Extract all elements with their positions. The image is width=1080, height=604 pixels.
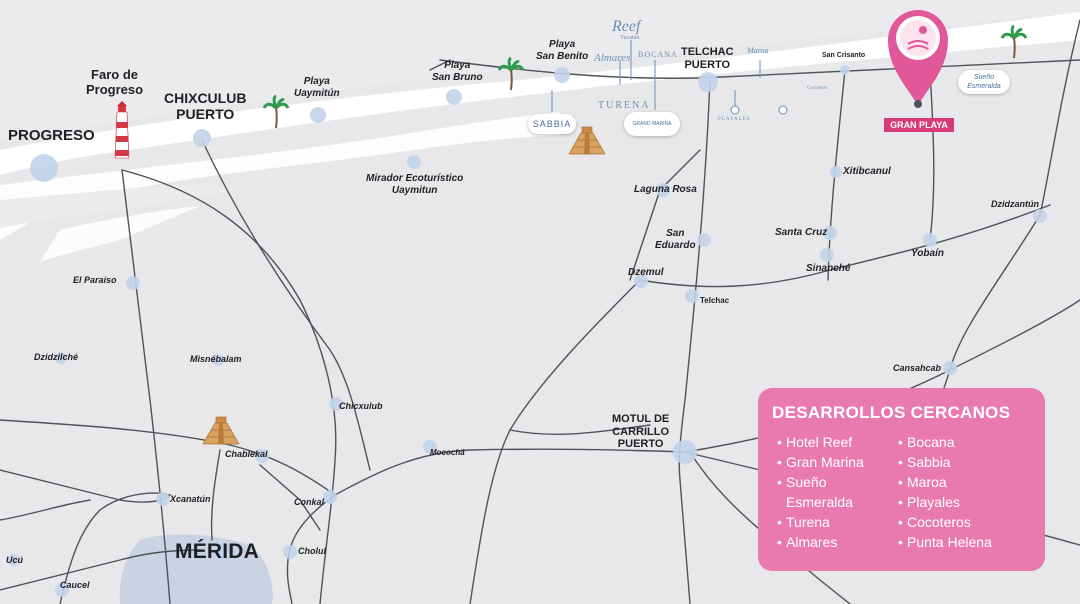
label-ucu: Ucú (6, 555, 24, 565)
pyramid-icon (202, 416, 240, 445)
brand-bocana: BOCANA (638, 50, 678, 59)
label-mococha: Mocochá (430, 448, 465, 457)
label-dzidzilche: Dzidzilché (34, 352, 79, 362)
legend-item: Punta Helena (898, 532, 1037, 552)
label-playa-san-benito: Playa San Benito (536, 39, 589, 62)
development-markers (551, 40, 788, 115)
legend-item: Sueño Esmeralda (777, 472, 896, 512)
label-playa-san-bruno: Playa San Bruno (432, 60, 483, 83)
palm-tree-icon (262, 94, 290, 129)
label-playa-uaymitun: Playa Uaymitún (294, 76, 340, 99)
pyramid-icon (568, 126, 606, 155)
label-chixculub-puerto: CHIXCULUB PUERTO (164, 90, 247, 123)
label-mirador: Mirador Ecoturístico Uaymitun (366, 173, 464, 196)
label-san-crisanto: San Crisanto (822, 52, 866, 59)
lighthouse-icon (114, 101, 130, 159)
label-cansahcab: Cansahcab (893, 363, 942, 373)
gran-playa-tag: GRAN PLAYA (884, 118, 954, 132)
brand-maroa: Maroa (747, 46, 769, 55)
legend-item: Gran Marina (777, 452, 896, 472)
label-xcanatun: Xcanatún (170, 494, 211, 504)
legend-column-1: Hotel Reef Gran Marina Sueño Esmeralda T… (777, 432, 896, 552)
legend-item: Playales (898, 492, 1037, 512)
legend-item: Sabbia (898, 452, 1037, 472)
brand-almares: Almares (594, 52, 631, 64)
legend-column-2: Bocana Sabbia Maroa Playales Cocoteros P… (898, 432, 1037, 552)
label-sinanche: Sinanché (806, 263, 851, 274)
label-xitibcanul: Xitibcanul (843, 166, 891, 177)
brand-turena: TURENA (598, 100, 651, 111)
label-faro-progreso: Faro de Progreso (86, 67, 144, 97)
label-cholul: Cholul (298, 546, 326, 556)
brand-sueno-esmeralda: Sueño Esmeralda (958, 70, 1010, 94)
legend-title: DESARROLLOS CERCANOS (772, 403, 1011, 422)
label-caucel: Caucel (60, 580, 90, 590)
label-santa-cruz: Santa Cruz (775, 227, 828, 238)
legend-item: Maroa (898, 472, 1037, 492)
label-dzemul: Dzemul (628, 267, 664, 278)
lagoon (0, 112, 560, 240)
coastline (0, 12, 1080, 175)
legend-item: Bocana (898, 432, 1037, 452)
label-merida: MÉRIDA (175, 540, 260, 563)
label-chablekal: Chablekal (225, 449, 268, 459)
road-network (0, 19, 1080, 604)
label-progreso: PROGRESO (8, 127, 95, 144)
label-chicxulub: Chicxulub (339, 401, 383, 411)
legend-item: Turena (777, 512, 896, 532)
label-el-paraiso: El Paraíso (73, 275, 117, 285)
developments-legend: DESARROLLOS CERCANOS Hotel Reef Gran Mar… (758, 388, 1045, 571)
palm-tree-icon (1000, 24, 1028, 59)
label-dzidzantun: Dzidzantún (991, 199, 1039, 209)
label-yobain: Yobaín (911, 248, 944, 259)
palm-tree-icon (497, 56, 525, 91)
brand-playales: PLAYALES (718, 117, 751, 122)
label-laguna-rosa: Laguna Rosa (634, 184, 697, 195)
label-conkal: Conkal (294, 497, 325, 507)
label-motul: MOTUL DE CARRILLO PUERTO (612, 413, 670, 451)
brand-sabbia: SABBIA (528, 114, 576, 134)
label-misnebalam: Misnébalam (190, 354, 242, 364)
legend-item: Hotel Reef (777, 432, 896, 452)
legend-item: Almares (777, 532, 896, 552)
brand-gran-marina: GRAND MARINA (624, 112, 680, 136)
brand-reef-sub: Yucatán (620, 35, 640, 41)
location-markers (8, 65, 1047, 597)
brand-reef: Reef (612, 18, 641, 35)
brand-cocoteros: Cocoteros (807, 86, 828, 91)
label-telchac: Telchac (700, 296, 730, 305)
legend-item: Cocoteros (898, 512, 1037, 532)
label-telchac-puerto: TELCHAC PUERTO (681, 46, 734, 71)
map-pin-icon (888, 10, 948, 108)
label-san-eduardo: San Eduardo (655, 228, 696, 251)
